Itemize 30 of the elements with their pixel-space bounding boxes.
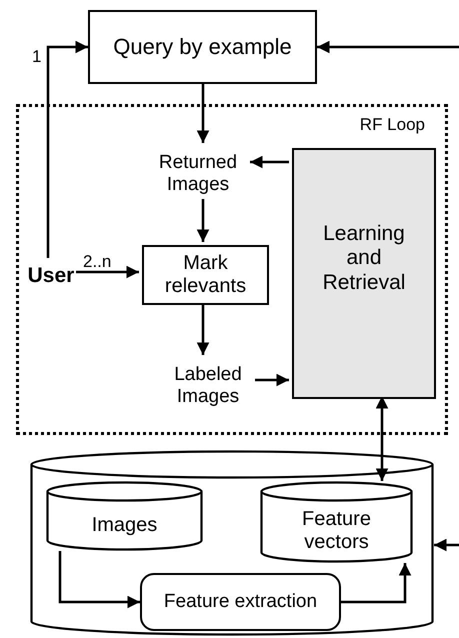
arrow <box>46 40 88 258</box>
arrow <box>341 563 412 604</box>
node-text: Query by example <box>113 34 292 60</box>
process-box <box>140 573 341 631</box>
arrow <box>317 40 459 54</box>
node-text: Returned Images <box>158 152 238 196</box>
node-text: Labeled Images <box>173 364 243 408</box>
arrow <box>250 156 289 168</box>
arrow <box>76 266 139 278</box>
process-box <box>292 148 436 399</box>
arrow <box>196 199 210 242</box>
node-text: Learning and Retrieval <box>322 222 406 295</box>
arrow <box>58 551 140 608</box>
edge-label: 1 <box>31 48 42 65</box>
database-cylinder <box>30 450 434 636</box>
loop-frame <box>16 104 448 435</box>
node-text: Images <box>92 514 158 536</box>
database-cylinder <box>260 481 413 563</box>
node-text: Mark relevants <box>164 252 248 298</box>
node-text: Feature extraction <box>164 591 318 613</box>
node-text: Feature vectors <box>301 508 372 554</box>
arrow <box>196 84 210 143</box>
frame-title: RF Loop <box>360 115 425 135</box>
node-text: User <box>28 264 74 288</box>
process-box <box>142 245 269 305</box>
edge-label: 2..n <box>82 253 112 270</box>
arrow <box>434 538 459 552</box>
arrow <box>255 374 289 386</box>
database-cylinder <box>46 481 203 551</box>
process-box <box>88 10 317 84</box>
